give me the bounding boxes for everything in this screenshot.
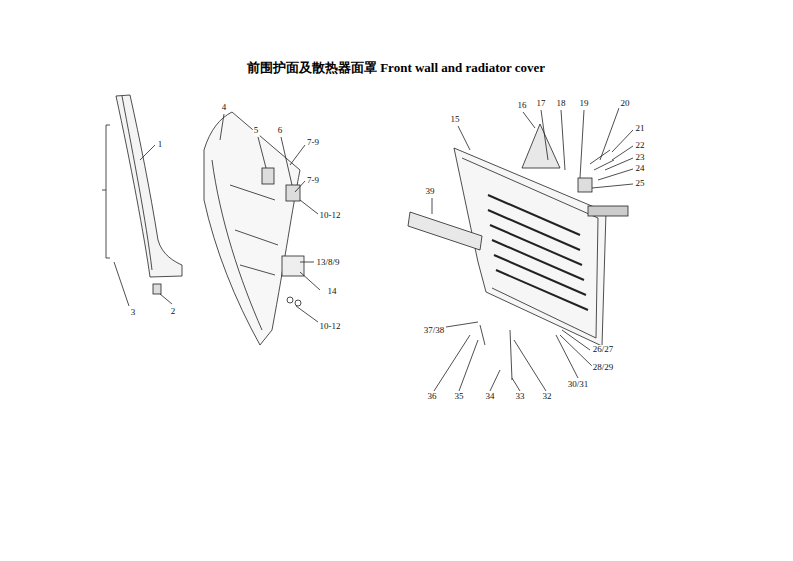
- clip: [153, 284, 161, 294]
- bolt: [295, 300, 301, 306]
- bracket: [102, 125, 110, 258]
- callout-number: 5: [253, 126, 260, 136]
- callout-number: 1: [157, 140, 164, 150]
- callout-number: 15: [450, 115, 461, 125]
- callout-number: 39: [425, 187, 436, 197]
- callout-number: 7-9: [306, 138, 320, 148]
- callout-number: 13/8/9: [315, 258, 340, 268]
- callout-number: 34: [485, 392, 496, 402]
- callout-number: 20: [620, 99, 631, 109]
- callout-number: 37/38: [423, 326, 446, 336]
- leader-lines: [432, 108, 633, 391]
- callout-number: 18: [556, 99, 567, 109]
- callout-number: 10-12: [319, 322, 342, 332]
- diagram-title: 前围护面及散热器面罩 Front wall and radiator cover: [247, 59, 545, 77]
- pillar-trim: [116, 95, 182, 277]
- callout-number: 14: [327, 287, 338, 297]
- screws: [590, 150, 614, 170]
- trim-strip: [408, 212, 482, 250]
- callout-number: 26/27: [592, 345, 615, 355]
- callout-number: 7-9: [306, 176, 320, 186]
- callout-number: 24: [635, 164, 646, 174]
- leader-lines: [114, 114, 320, 322]
- stay-rod: [480, 325, 512, 380]
- callout-number: 3: [130, 308, 137, 318]
- callout-number: 4: [221, 103, 228, 113]
- bracket-6: [286, 185, 300, 201]
- callout-number: 30/31: [567, 380, 590, 390]
- grille-rim: [462, 158, 598, 338]
- callout-number: 23: [635, 153, 646, 163]
- callout-number: 25: [635, 179, 646, 189]
- callout-number: 16: [517, 101, 528, 111]
- callout-number: 36: [427, 392, 438, 402]
- callout-number: 6: [277, 126, 284, 136]
- emblem: [522, 124, 560, 168]
- callout-number: 21: [635, 124, 646, 134]
- callout-number: 17: [536, 99, 547, 109]
- logo-plate: [588, 206, 628, 216]
- callout-number: 28/29: [592, 363, 615, 373]
- bolt: [287, 297, 293, 303]
- grille-slats: [488, 195, 588, 310]
- callout-number: 19: [579, 99, 590, 109]
- callout-number: 35: [454, 392, 465, 402]
- side-panel: [204, 112, 300, 345]
- panel-ribs: [230, 185, 278, 275]
- bracket-5: [262, 168, 274, 184]
- callout-number: 32: [542, 392, 553, 402]
- callout-number: 22: [635, 141, 646, 151]
- panel-edge: [212, 160, 262, 330]
- callout-number: 2: [170, 307, 177, 317]
- pillar-edge: [122, 96, 152, 270]
- callout-number: 33: [515, 392, 526, 402]
- hinge: [578, 178, 592, 192]
- callout-number: 10-12: [319, 211, 342, 221]
